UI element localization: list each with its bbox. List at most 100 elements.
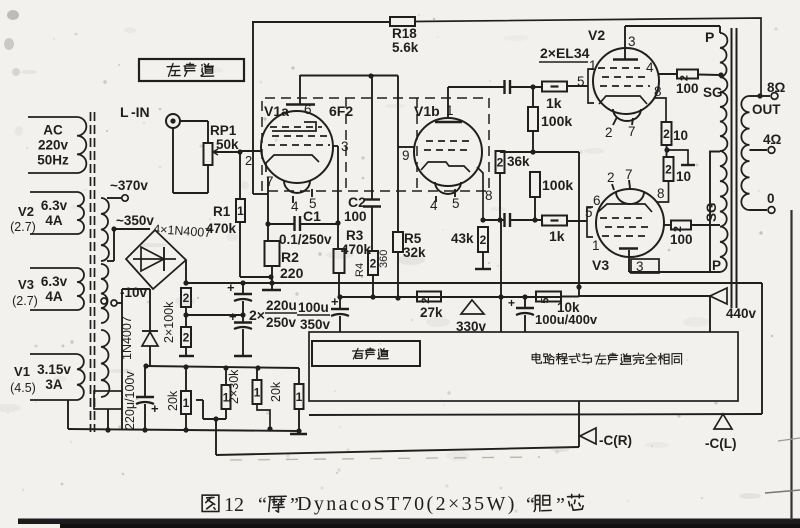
svg-text:OUT: OUT: [752, 102, 781, 117]
svg-text:36k: 36k: [507, 154, 530, 169]
svg-text:5: 5: [309, 196, 317, 211]
svg-text:1: 1: [446, 103, 454, 118]
svg-text:+: +: [227, 280, 235, 295]
svg-text:SG: SG: [703, 85, 723, 100]
svg-text:5: 5: [540, 297, 552, 303]
svg-text:2×30k: 2×30k: [227, 369, 241, 404]
svg-text:2: 2: [420, 297, 432, 303]
svg-text:100: 100: [676, 81, 699, 96]
svg-text:330v: 330v: [456, 319, 487, 334]
svg-text:7: 7: [625, 167, 633, 182]
svg-text:1: 1: [223, 391, 230, 405]
svg-text:2: 2: [665, 163, 672, 177]
svg-text:470k: 470k: [341, 242, 372, 257]
svg-text:-C(R): -C(R): [599, 433, 632, 448]
svg-text:~350v: ~350v: [116, 213, 154, 228]
svg-text:R1: R1: [213, 204, 231, 219]
svg-text:P: P: [705, 29, 714, 45]
svg-text:0.1/250v: 0.1/250v: [279, 232, 332, 247]
svg-text:470k: 470k: [206, 221, 237, 236]
svg-text:C2: C2: [348, 194, 366, 210]
svg-text:3: 3: [341, 139, 349, 154]
svg-text:V1a: V1a: [264, 103, 289, 119]
svg-text:V1b: V1b: [414, 103, 440, 119]
svg-text:27k: 27k: [420, 305, 443, 320]
svg-text:12: 12: [224, 494, 244, 516]
svg-text:1N4007: 1N4007: [120, 316, 134, 360]
svg-text:5: 5: [452, 196, 460, 211]
svg-text:3: 3: [628, 34, 636, 49]
svg-text:1: 1: [237, 204, 244, 218]
svg-text:(4.5): (4.5): [10, 381, 36, 395]
svg-text:V2: V2: [18, 204, 34, 219]
svg-text:6F2: 6F2: [329, 103, 353, 119]
svg-text:220μ/100v: 220μ/100v: [123, 371, 137, 430]
svg-text:6: 6: [304, 102, 312, 117]
svg-text:1: 1: [589, 58, 597, 73]
svg-text:100k: 100k: [542, 177, 573, 193]
svg-text:2: 2: [183, 291, 190, 305]
svg-text:350v: 350v: [300, 317, 331, 332]
svg-text:2: 2: [605, 125, 613, 140]
svg-text:1: 1: [592, 238, 600, 253]
svg-text:R3: R3: [346, 228, 364, 243]
svg-text:”: ”: [556, 494, 565, 516]
svg-text:0: 0: [767, 191, 775, 206]
svg-text:4Ω: 4Ω: [763, 132, 782, 147]
svg-text:8: 8: [654, 84, 662, 99]
svg-text:100k: 100k: [541, 113, 572, 129]
svg-text:“: “: [258, 494, 267, 516]
svg-text:2: 2: [497, 156, 504, 170]
svg-text:2: 2: [679, 75, 691, 81]
svg-text:~370v: ~370v: [110, 178, 148, 193]
svg-text:250v: 250v: [266, 315, 297, 330]
svg-text:2×100k: 2×100k: [162, 301, 176, 343]
svg-text:8: 8: [657, 186, 665, 201]
svg-text:2: 2: [370, 257, 377, 271]
svg-text:2: 2: [607, 170, 615, 185]
svg-text:50k: 50k: [216, 137, 239, 152]
svg-text:+: +: [331, 294, 339, 309]
svg-text:P: P: [712, 258, 721, 273]
svg-text:6.3v: 6.3v: [41, 198, 68, 213]
svg-text:43k: 43k: [451, 231, 474, 246]
svg-text:R2: R2: [281, 249, 299, 265]
svg-text:L: L: [120, 104, 129, 120]
svg-text:10: 10: [673, 128, 688, 143]
svg-text:4: 4: [430, 198, 438, 213]
svg-text:RP1: RP1: [210, 123, 237, 138]
svg-text:6: 6: [593, 193, 601, 208]
svg-text:8Ω: 8Ω: [767, 80, 786, 95]
svg-text:5.6k: 5.6k: [392, 40, 419, 55]
svg-text:V3: V3: [18, 277, 34, 292]
svg-text:”: ”: [290, 494, 299, 516]
svg-text:2×EL34: 2×EL34: [540, 45, 590, 61]
svg-text:R4: R4: [354, 263, 366, 277]
svg-text:100: 100: [344, 209, 367, 224]
svg-text:6.3v: 6.3v: [41, 274, 68, 289]
svg-text:1k: 1k: [549, 228, 565, 244]
svg-text:5: 5: [577, 74, 585, 89]
svg-text:5: 5: [585, 205, 593, 220]
svg-text:220: 220: [280, 265, 304, 281]
svg-text:V1: V1: [14, 364, 30, 379]
svg-text:1: 1: [183, 396, 190, 410]
svg-text:1: 1: [296, 390, 303, 404]
svg-text:220v: 220v: [38, 138, 69, 153]
svg-text:50Hz: 50Hz: [37, 153, 69, 168]
svg-text:3A: 3A: [45, 377, 63, 392]
svg-text:10: 10: [676, 169, 691, 184]
svg-text:-C(L): -C(L): [705, 436, 736, 451]
svg-text:7: 7: [628, 124, 636, 139]
svg-text:3.15v: 3.15v: [37, 362, 71, 377]
svg-text:4A: 4A: [45, 289, 63, 304]
svg-text:AC: AC: [43, 123, 63, 138]
svg-text:4: 4: [646, 60, 654, 75]
svg-text:V2: V2: [588, 27, 605, 43]
svg-text:(2.7): (2.7): [10, 220, 36, 234]
svg-text:8: 8: [485, 188, 493, 203]
svg-text:32k: 32k: [403, 245, 426, 260]
svg-text:2: 2: [183, 331, 190, 345]
svg-text:4: 4: [291, 199, 299, 214]
svg-text:1k: 1k: [546, 95, 562, 111]
